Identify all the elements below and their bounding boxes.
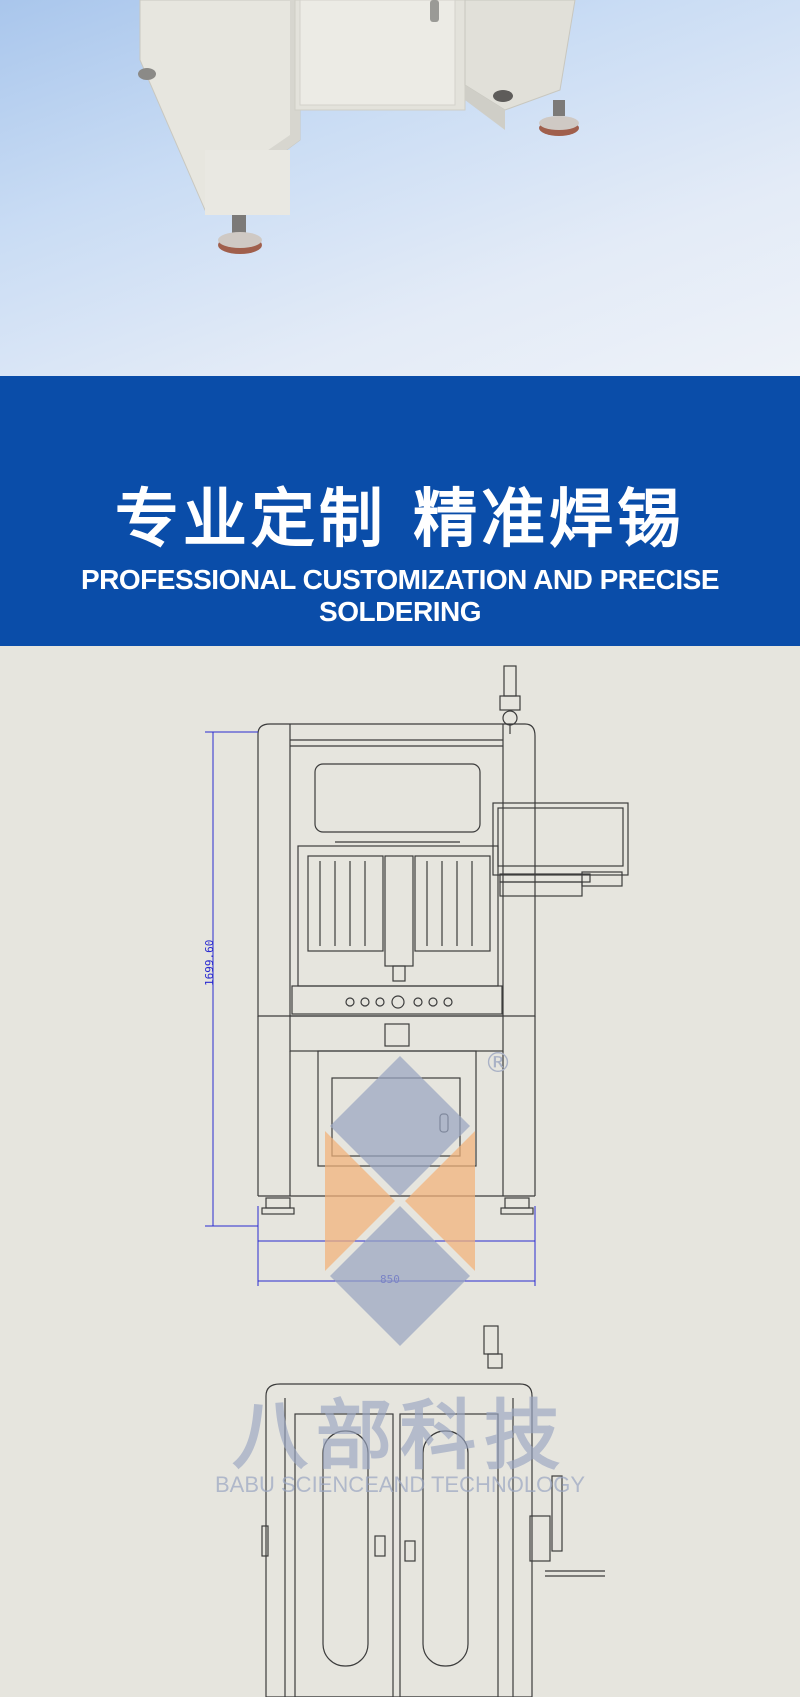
technical-drawing: 1699.60 850 ® 八部科技 BABU SCIENCEAND TECHN… <box>0 646 800 1697</box>
height-dimension-label: 1699.60 <box>203 939 216 986</box>
headline-banner: 专业定制 精准焊锡 PROFESSIONAL CUSTOMIZATION AND… <box>0 376 800 646</box>
banner-title-chinese: 专业定制 精准焊锡 <box>114 483 686 557</box>
product-photo <box>0 0 800 376</box>
front-view-drawing <box>205 665 629 1697</box>
banner-title-english: PROFESSIONAL CUSTOMIZATION AND PRECISE S… <box>80 564 720 627</box>
machine-base-illustration <box>138 0 579 254</box>
width-dimension-label: 850 <box>380 1273 400 1286</box>
